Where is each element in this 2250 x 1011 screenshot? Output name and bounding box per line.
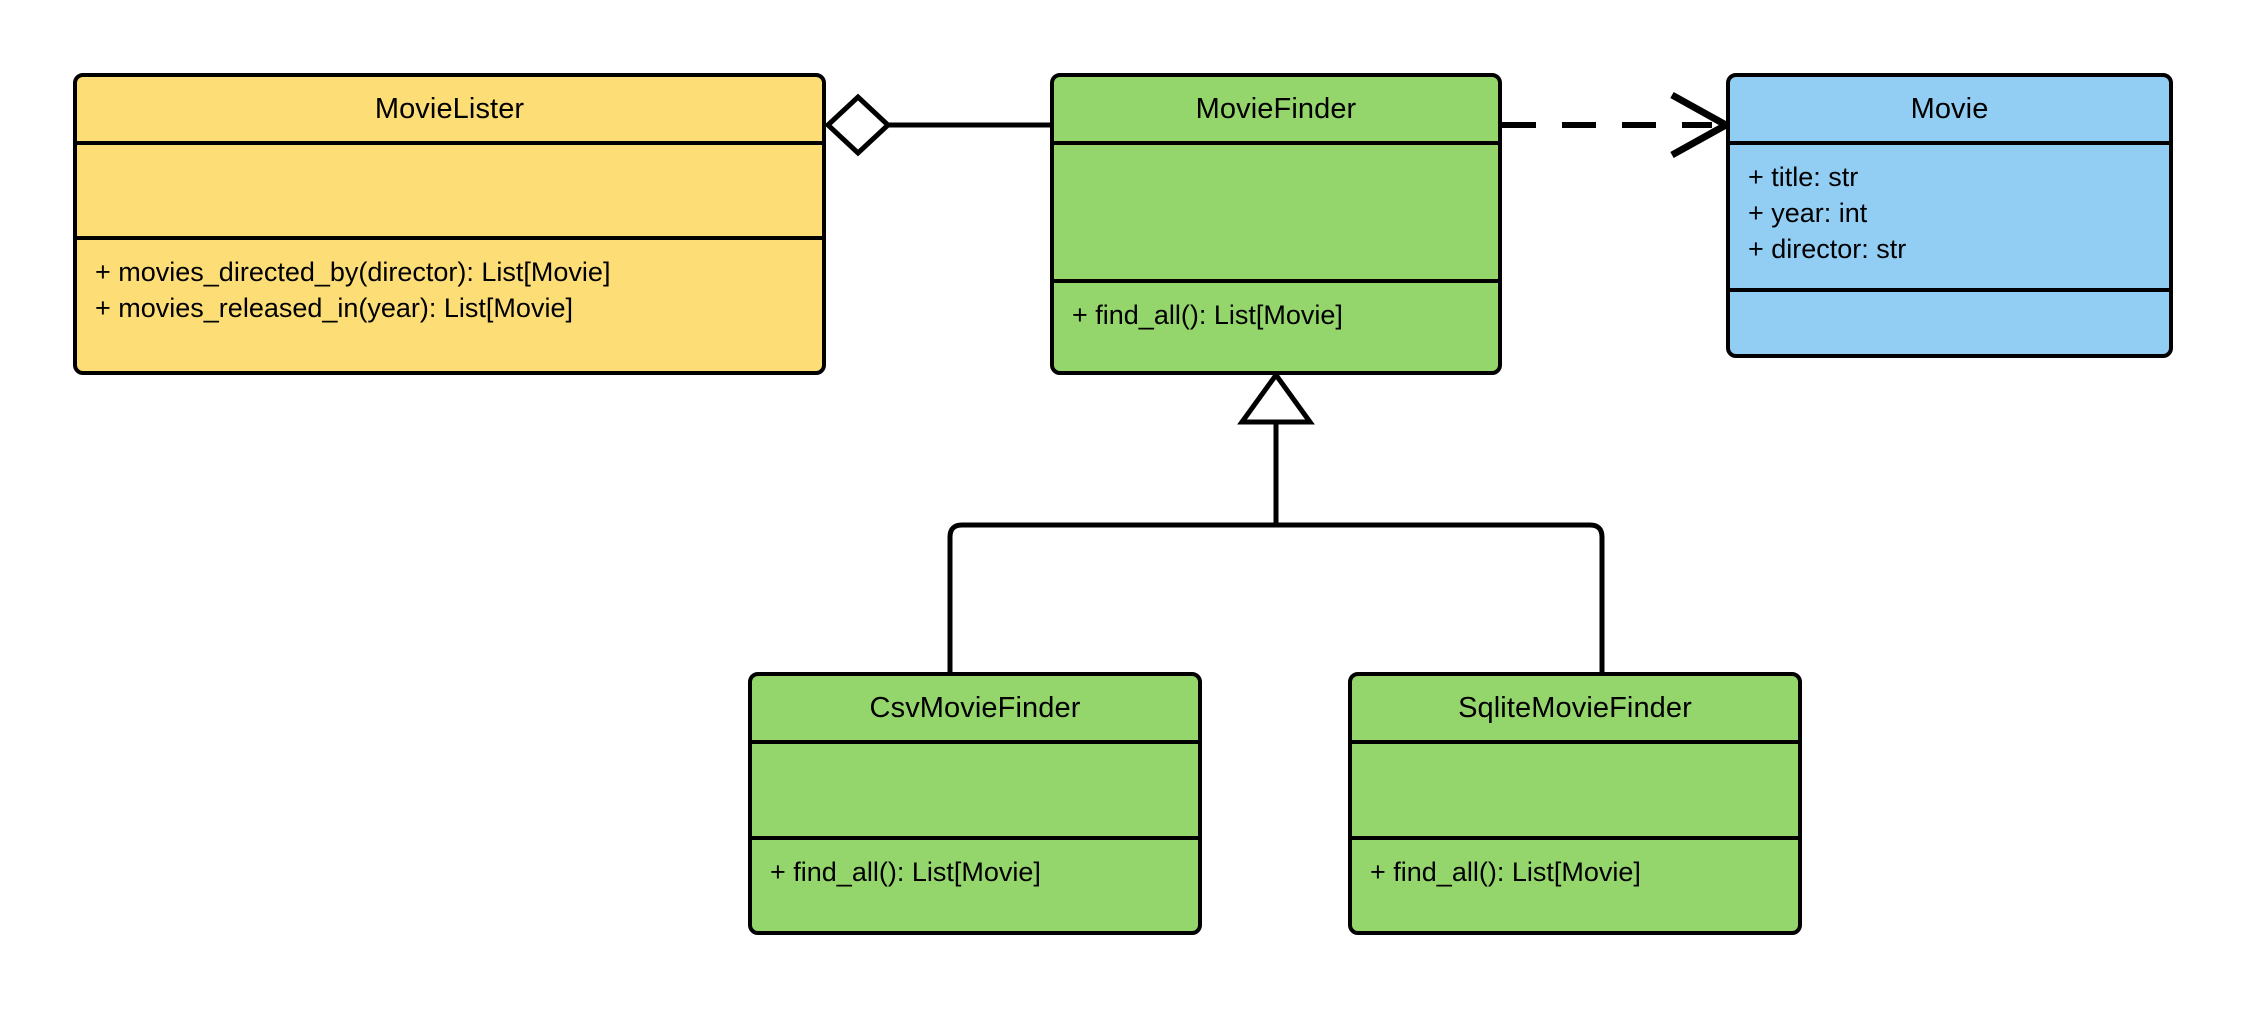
class-attributes-compartment: + title: str + year: int + director: str bbox=[1730, 145, 2169, 292]
class-method: + find_all(): List[Movie] bbox=[1370, 857, 1641, 887]
class-method: + movies_released_in(year): List[Movie] bbox=[95, 293, 573, 324]
class-attributes-compartment bbox=[77, 145, 822, 240]
class-box-sqlite-movie-finder[interactable]: SqliteMovieFinder + find_all(): List[Mov… bbox=[1348, 672, 1802, 935]
class-box-movie[interactable]: Movie + title: str + year: int + directo… bbox=[1726, 73, 2173, 358]
class-title-compartment: CsvMovieFinder bbox=[752, 676, 1198, 744]
class-methods-compartment: + movies_directed_by(director): List[Mov… bbox=[77, 240, 822, 371]
class-methods-compartment: + find_all(): List[Movie] bbox=[752, 840, 1198, 931]
class-name-csv-movie-finder: CsvMovieFinder bbox=[869, 691, 1081, 724]
class-box-movie-finder[interactable]: MovieFinder + find_all(): List[Movie] bbox=[1050, 73, 1502, 375]
class-box-movie-lister[interactable]: MovieLister + movies_directed_by(directo… bbox=[73, 73, 826, 375]
class-method: + find_all(): List[Movie] bbox=[1072, 300, 1343, 330]
class-name-movie-lister: MovieLister bbox=[374, 92, 525, 125]
class-name-movie-finder: MovieFinder bbox=[1195, 92, 1357, 125]
class-attribute: + year: int bbox=[1748, 198, 1868, 229]
class-method: + find_all(): List[Movie] bbox=[770, 857, 1041, 887]
class-attributes-compartment bbox=[1352, 744, 1798, 840]
class-attributes-compartment bbox=[752, 744, 1198, 840]
class-methods-compartment: + find_all(): List[Movie] bbox=[1054, 283, 1498, 371]
aggregation-lister-finder bbox=[824, 93, 1050, 157]
class-attribute: + title: str bbox=[1748, 162, 1859, 192]
open-arrow-marker bbox=[1670, 91, 1734, 159]
class-attribute: + director: str bbox=[1748, 234, 1907, 265]
class-name-sqlite-movie-finder: SqliteMovieFinder bbox=[1458, 691, 1692, 724]
class-name-movie: Movie bbox=[1910, 92, 1989, 125]
generalization-bracket bbox=[947, 370, 1605, 672]
hollow-triangle-marker bbox=[1237, 370, 1315, 425]
class-attributes-compartment bbox=[1054, 145, 1498, 283]
dependency-finder-movie bbox=[1502, 91, 1734, 159]
class-title-compartment: SqliteMovieFinder bbox=[1352, 676, 1798, 744]
class-box-csv-movie-finder[interactable]: CsvMovieFinder + find_all(): List[Movie] bbox=[748, 672, 1202, 935]
class-methods-compartment bbox=[1730, 292, 2169, 354]
hollow-diamond-marker bbox=[824, 93, 892, 157]
class-method: + movies_directed_by(director): List[Mov… bbox=[95, 257, 611, 287]
class-title-compartment: MovieLister bbox=[77, 77, 822, 145]
class-title-compartment: Movie bbox=[1730, 77, 2169, 145]
class-methods-compartment: + find_all(): List[Movie] bbox=[1352, 840, 1798, 931]
class-title-compartment: MovieFinder bbox=[1054, 77, 1498, 145]
